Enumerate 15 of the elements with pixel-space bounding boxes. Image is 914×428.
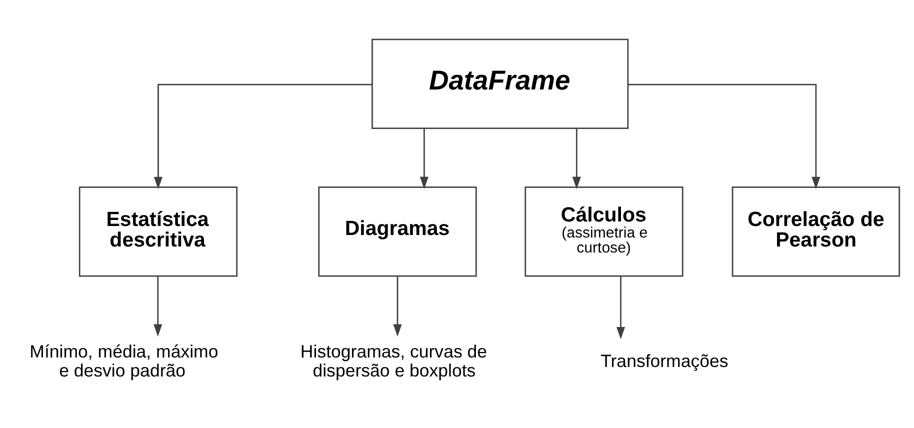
- node-text: Transformações: [600, 350, 728, 370]
- node-box: DataFrame: [372, 38, 629, 129]
- arrow: [393, 276, 402, 336]
- node-box: Diagramas: [318, 186, 477, 276]
- arrow: [572, 128, 581, 189]
- arrow: [154, 83, 372, 189]
- arrow: [420, 128, 428, 189]
- node-box: Correlação de Pearson: [732, 186, 900, 276]
- node-box: Estatística descritiva: [78, 186, 238, 276]
- node-text: Mínimo, média, máximo e desvio padrão: [30, 340, 218, 380]
- arrow: [154, 276, 162, 336]
- node-text: Histogramas, curvas de dispersão e boxplots: [300, 340, 488, 380]
- arrow: [628, 83, 820, 189]
- arrow: [616, 276, 626, 339]
- node-box: Cálculos (assimetria e curtose): [524, 186, 684, 276]
